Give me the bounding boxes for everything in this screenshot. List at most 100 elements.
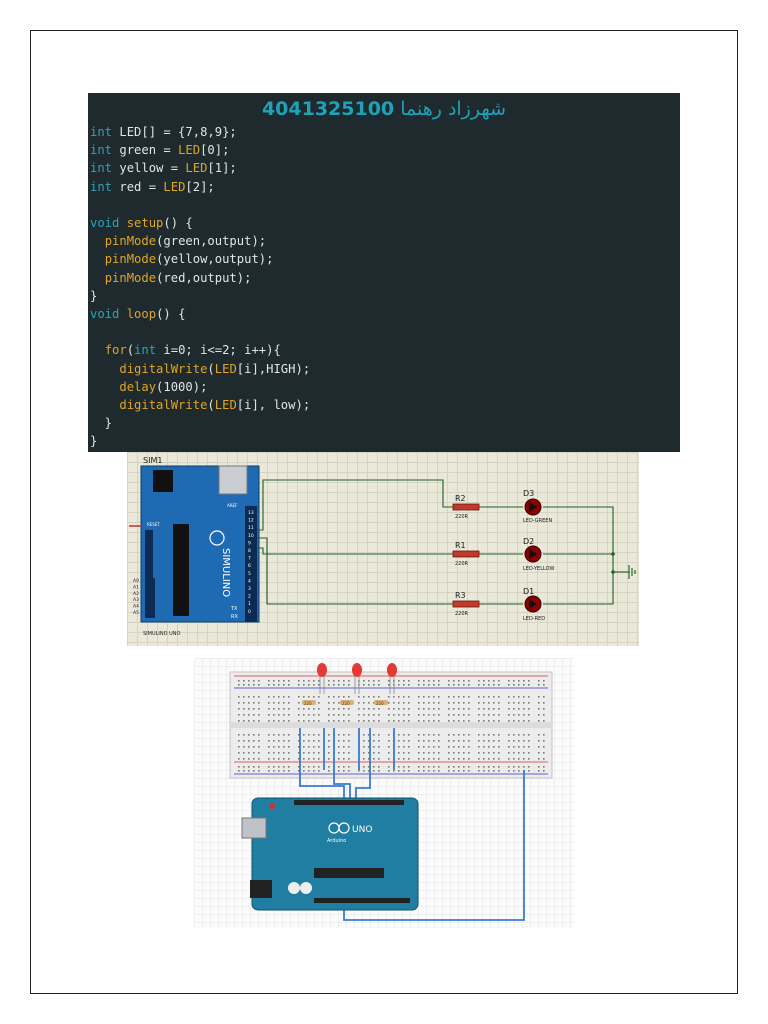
resistor-ref: R2 [455,494,466,503]
code-token [90,252,105,266]
board-brand: SIMULINO [220,548,231,597]
code-token: LED [178,143,201,158]
bb-resistor-2: 220 [340,700,354,706]
code-token: void [90,307,120,322]
code-token: LED [214,398,237,413]
code-token: red = [112,179,164,194]
analog-label: A4 [133,604,139,610]
led-value: LED-RED [523,616,545,622]
code-screenshot: شهرزاد رهنما 4041325100 int LED[] = {7,8… [88,93,680,452]
pin-label: 12 [248,518,254,524]
code-line: int yellow = LED[1]; [90,161,237,175]
bb-led-1 [317,663,327,694]
ground-icon [628,565,636,579]
code-token: i=0; i<=2; i++){ [156,343,281,358]
mcu-chip [314,868,384,878]
reset-button [269,803,275,809]
pin-label: 1 [248,601,251,607]
code-line: int LED[] = {7,8,9}; [90,125,237,139]
code-token: [0]; [200,143,230,158]
reset-label: RESET [147,522,160,527]
bb-resistor-1: 220 [302,700,316,706]
code-token: void [90,216,120,231]
resistor-ref: R1 [455,541,466,550]
analog-label: A3 [133,597,139,603]
pin-label: 2 [248,594,251,600]
code-token: (yellow,output); [156,252,274,267]
pin-label: 6 [248,563,251,569]
code-token: delay [119,379,157,394]
led-value: LED-YELLOW [523,566,555,572]
analog-label: A1 [133,584,139,590]
bb-led-3 [387,663,397,694]
resistor-r3: R3 220R [452,591,480,617]
schematic-wires [257,479,629,605]
pin-label: 10 [248,533,254,539]
author-id: 4041325100 [261,98,395,120]
analog-header [145,578,155,618]
capacitor [288,882,300,894]
pin-label: 13 [248,510,254,516]
led-ref: D1 [523,587,534,596]
analog-label: A5 [133,610,139,616]
bb-resistor-3: 220 [374,700,388,706]
code-token: ( [207,361,215,376]
code-token: yellow = [112,161,186,176]
code-line: for(int i=0; i<=2; i++){ [90,343,281,357]
code-token: [i],HIGH); [236,361,311,376]
code-token: ( [207,398,215,413]
usb-port [218,465,248,495]
jumper-wires [299,728,525,921]
pin-label: 0 [248,609,251,615]
led-d1: D1 LED-RED [523,587,545,622]
code-token: () { [156,307,186,322]
rx-label: RX [231,614,238,620]
code-token [90,234,105,248]
pin-label: 4 [248,578,251,584]
code-token: LED [214,361,237,376]
code-token [119,307,126,321]
pin-label: 8 [248,548,251,554]
aref-label: AREF [227,503,238,508]
led-ref: D2 [523,537,534,546]
pin-label: 5 [248,571,251,577]
code-token [90,380,119,394]
code-token: (green,output); [156,234,267,249]
code-token: pinMode [104,252,157,267]
resistor-r1: R1 220R [452,541,480,567]
analog-label: A2 [133,591,139,597]
code-token: (red,output); [156,270,252,285]
code-token: (1000); [156,379,208,394]
led-d3: D3 LED-GREEN [523,489,552,524]
code-token: pinMode [104,234,157,249]
code-token: int [134,343,157,358]
code-line: int red = LED[2]; [90,180,215,194]
code-line: void setup() { [90,216,193,230]
left-header [145,530,153,580]
resistor-label: 220 [304,701,312,706]
usb-port [241,817,267,839]
code-token: [1]; [207,161,237,176]
analog-label: A0 [133,578,139,584]
board-caption: SIMULINO UNO [143,631,181,637]
code-token: } [90,416,113,431]
bb-led-2 [352,663,362,694]
code-line: } [90,289,97,303]
board-ref: SIM1 [143,456,162,465]
resistor-ref: R3 [455,591,466,600]
led-value: LED-GREEN [523,518,552,524]
power-jack [153,470,173,492]
top-header [294,800,404,805]
resistor-value: 220R [455,514,469,520]
code-token: LED [185,161,208,176]
code-token: } [90,434,98,449]
code-token [90,398,119,412]
led-ref: D3 [523,489,534,498]
bottom-header [314,898,410,903]
tx-label: TX [230,606,238,612]
code-token: green = [112,143,179,158]
code-token [119,216,126,230]
